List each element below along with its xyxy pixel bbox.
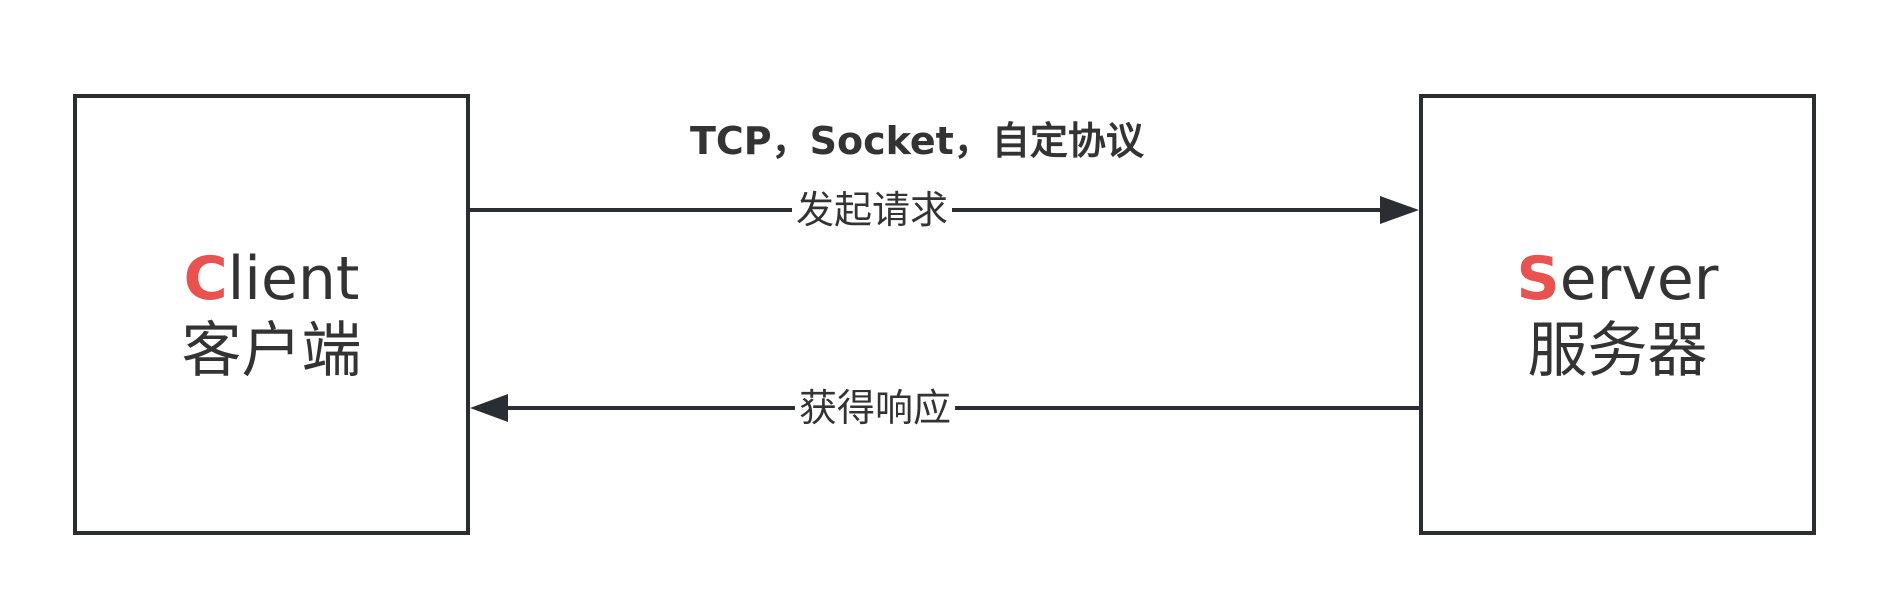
protocol-label: TCP，Socket，自定协议 bbox=[690, 119, 1144, 163]
request-label: 发起请求 bbox=[792, 187, 953, 233]
response-arrowhead bbox=[470, 394, 508, 422]
server-subtitle: 服务器 bbox=[1527, 315, 1708, 386]
server-box: Server 服务器 bbox=[1419, 94, 1816, 535]
server-accent-letter: S bbox=[1516, 243, 1560, 314]
client-subtitle: 客户端 bbox=[181, 315, 362, 386]
client-title: Client bbox=[184, 243, 360, 315]
client-box: Client 客户端 bbox=[73, 94, 470, 535]
response-arrow bbox=[470, 394, 1419, 422]
request-arrowhead bbox=[1380, 196, 1419, 224]
server-title-rest: erver bbox=[1559, 243, 1719, 314]
client-accent-letter: C bbox=[183, 243, 228, 314]
client-title-rest: lient bbox=[227, 243, 360, 314]
server-title: Server bbox=[1517, 243, 1719, 315]
response-label: 获得响应 bbox=[795, 385, 956, 431]
